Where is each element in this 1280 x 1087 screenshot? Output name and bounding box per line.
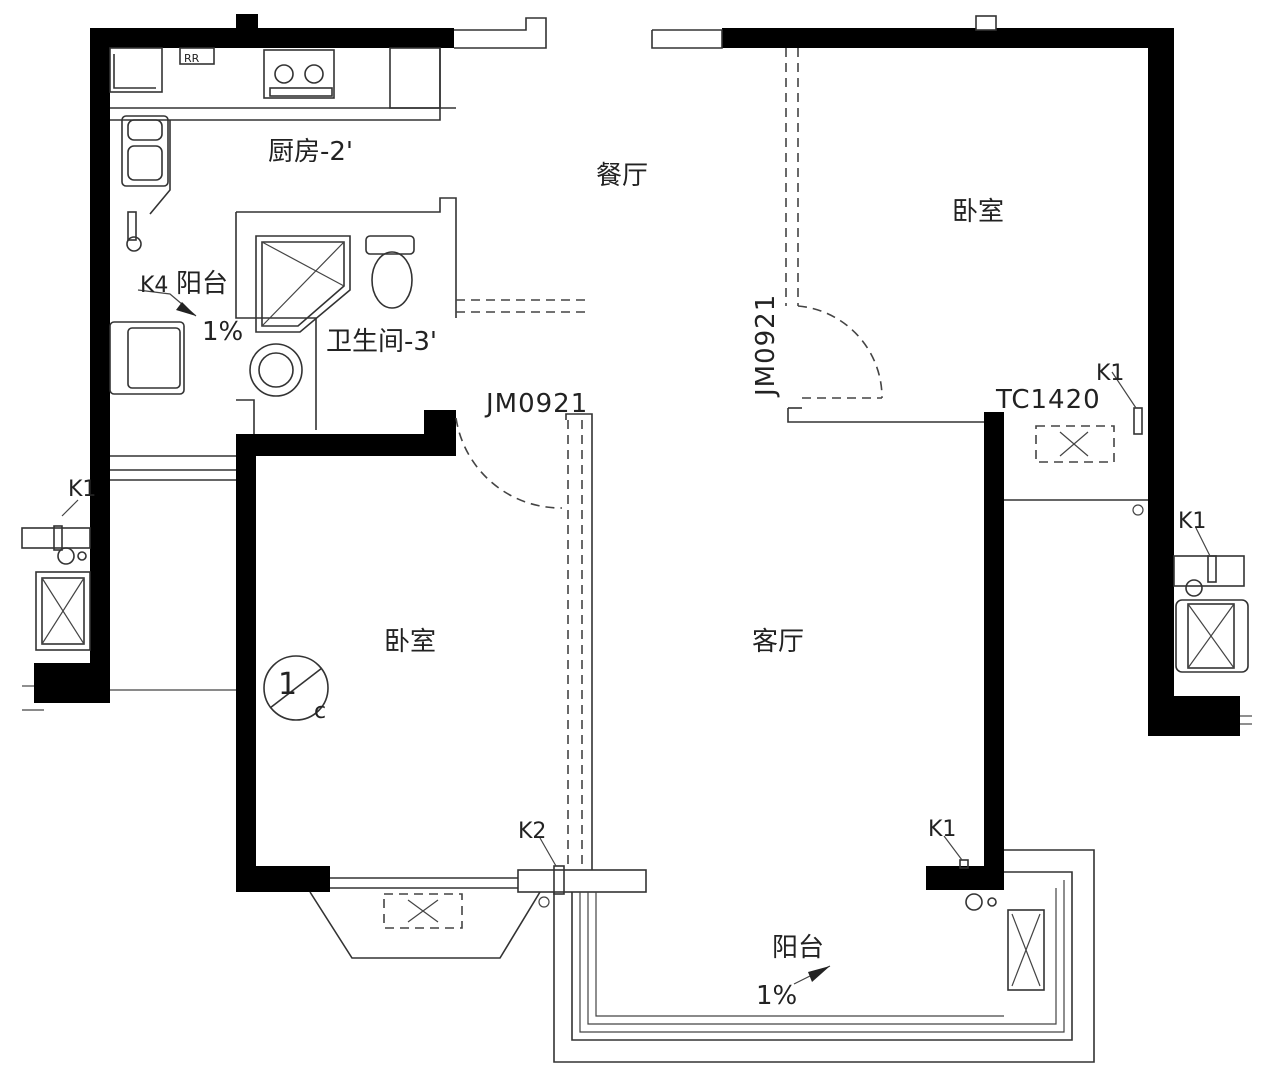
thin-walls [110, 15, 1148, 1063]
section-mark-number: 1 [278, 667, 297, 702]
room-labels: 厨房-2' 餐厅 卧室 卫生间-3' 卧室 客厅 阳台 阳台 1% 1% [176, 137, 1004, 1011]
ac-code-k1-west: K1 [68, 477, 96, 502]
room-label-balcony-s: 阳台 [772, 933, 824, 963]
room-label-balcony-nw: 阳台 [176, 269, 228, 299]
ac-code-k2: K2 [518, 819, 546, 844]
slope-arrows [61, 289, 1211, 985]
door-code-bedroom-ne: JM0921 [751, 294, 781, 398]
door-code-bedroom-sw: JM0921 [484, 389, 588, 419]
slope-label-balcony-s: 1% [756, 981, 797, 1011]
ac-code-k1-ne: K1 [1096, 361, 1124, 386]
room-label-kitchen: 厨房-2' [268, 137, 353, 167]
window-code-ne: TC1420 [995, 385, 1101, 415]
room-label-bedroom-ne: 卧室 [952, 197, 1004, 227]
room-label-living: 客厅 [752, 627, 804, 657]
exterior-walls [34, 14, 1240, 892]
slope-label-balcony-nw: 1% [202, 317, 243, 347]
room-label-bedroom-sw: 卧室 [384, 627, 436, 657]
ac-units [21, 211, 1249, 991]
section-mark: 1 c [263, 655, 329, 724]
section-mark-sheet: c [314, 699, 326, 724]
room-label-bathroom: 卫生间-3' [326, 327, 437, 357]
room-label-dining: 餐厅 [596, 161, 648, 191]
ac-code-k1-east: K1 [1178, 509, 1206, 534]
fridge-label: RR [184, 52, 200, 65]
door-swings [455, 305, 883, 509]
ac-code-k1-south: K1 [928, 817, 956, 842]
ac-code-k4: K4 [140, 273, 168, 298]
code-labels: JM0921 JM0921 TC1420 K4 K1 K1 K1 K1 K2 R… [68, 52, 1206, 844]
edge-ticks [22, 685, 1252, 725]
fixtures [109, 47, 441, 397]
